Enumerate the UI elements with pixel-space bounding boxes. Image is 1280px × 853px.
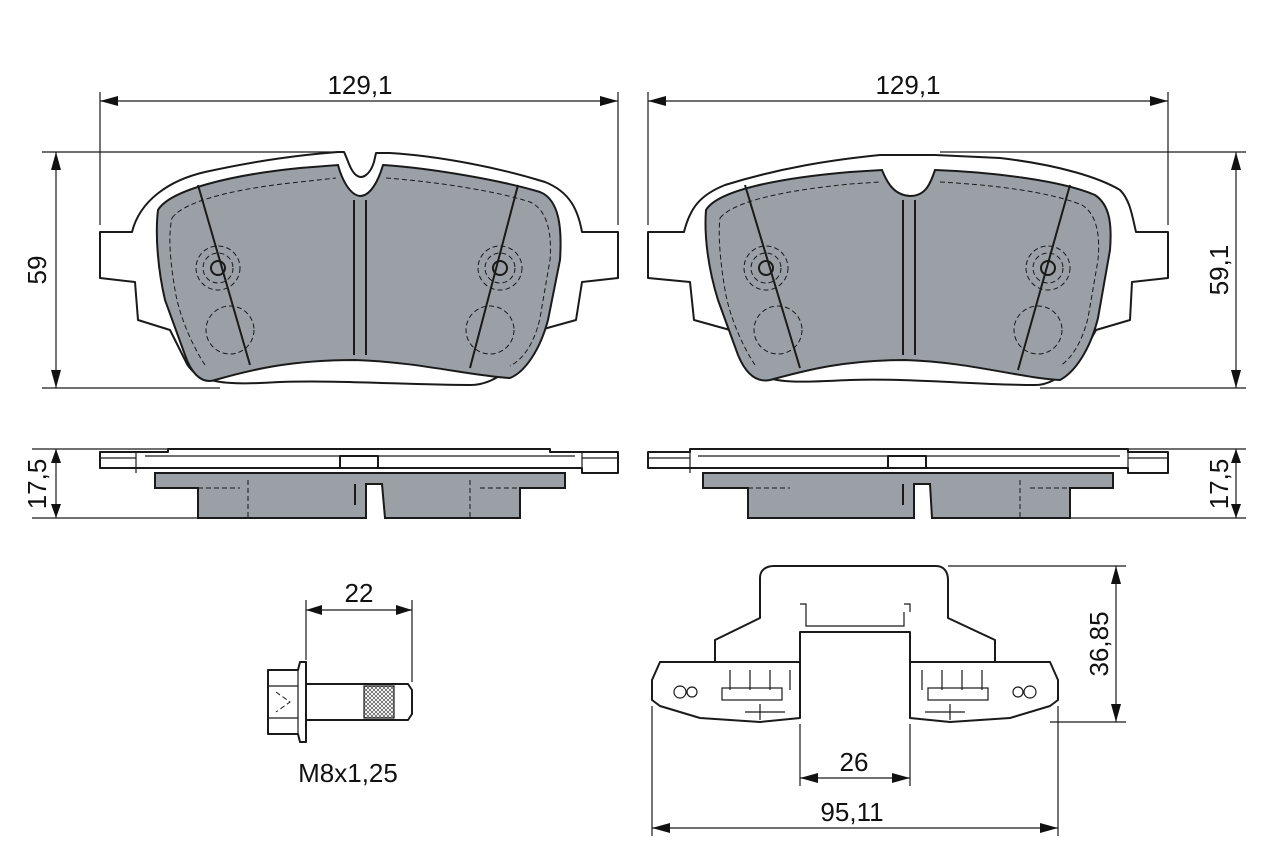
right-pad-height-label: 59,1 xyxy=(1204,245,1234,296)
clip-height-label: 36,85 xyxy=(1084,611,1114,676)
right-pad-rivet-left xyxy=(743,245,789,291)
left-pad-side-view xyxy=(32,448,619,519)
clip-inner-width-label: 26 xyxy=(840,747,869,777)
bolt-length-label: 22 xyxy=(345,578,374,608)
right-pad-width-label: 129,1 xyxy=(875,70,940,100)
right-pad-thickness-label: 17,5 xyxy=(1204,459,1234,510)
clip-outer-width-label: 95,11 xyxy=(820,797,883,827)
left-pad-rivet-left xyxy=(195,245,241,291)
left-pad-rivet-right xyxy=(477,245,523,291)
spring-clip-drawing xyxy=(651,565,1126,836)
right-pad-front-view xyxy=(647,92,1246,389)
right-pad-rivet-right xyxy=(1025,245,1071,291)
left-pad-height-label: 59 xyxy=(22,256,52,285)
left-pad-front-view xyxy=(42,92,619,389)
left-pad-thickness-label: 17,5 xyxy=(22,459,52,510)
left-pad-width-label: 129,1 xyxy=(327,70,392,100)
bolt-thread-label: M8x1,25 xyxy=(298,758,398,788)
bolt-drawing xyxy=(267,600,413,743)
right-pad-side-view xyxy=(647,448,1246,519)
